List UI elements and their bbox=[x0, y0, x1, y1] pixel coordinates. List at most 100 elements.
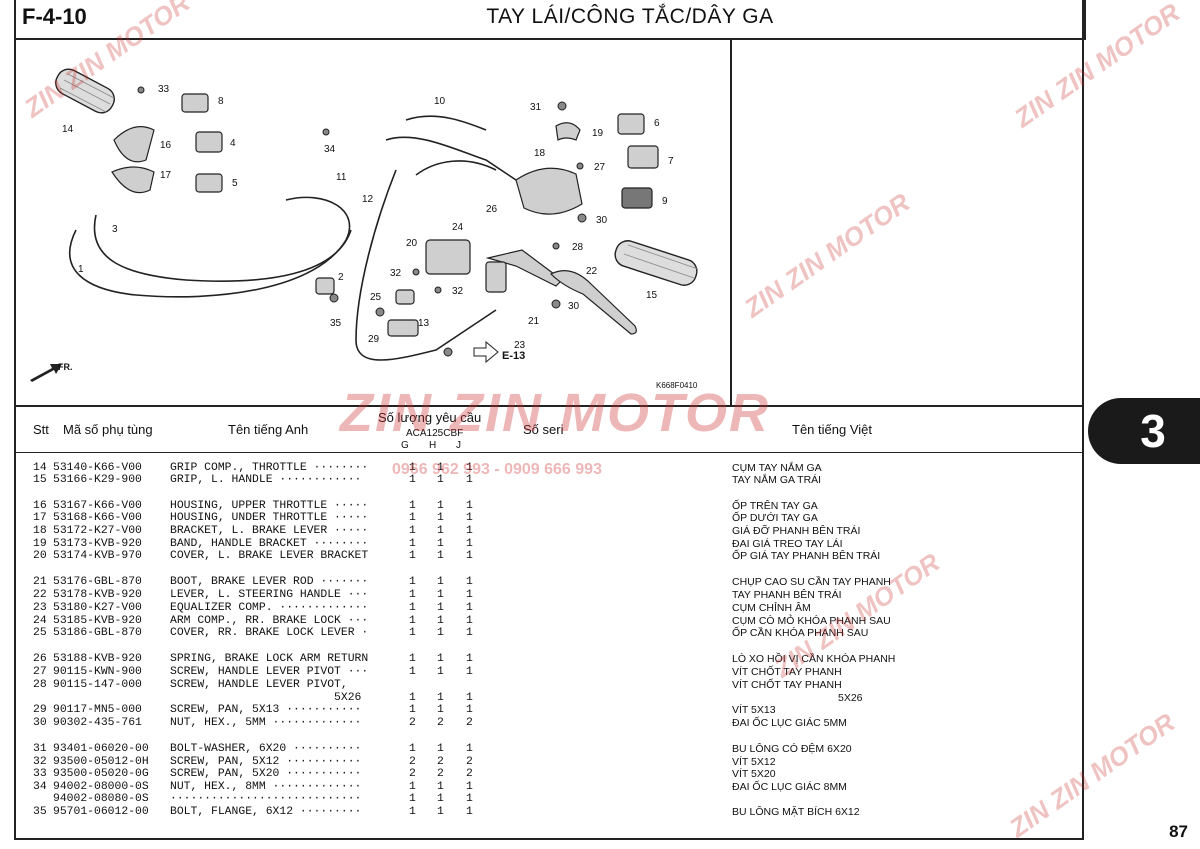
row-qty-j: 1 bbox=[466, 806, 473, 818]
switch-7 bbox=[627, 145, 659, 169]
lever-22 bbox=[549, 270, 637, 335]
row-number: 19 bbox=[33, 538, 47, 550]
callout: 23 bbox=[514, 340, 526, 351]
row-qty-j: 2 bbox=[466, 768, 473, 780]
callout: 20 bbox=[406, 238, 418, 249]
row-qty-j: 1 bbox=[466, 704, 473, 716]
callout: 13 bbox=[418, 318, 430, 329]
right-grip-15 bbox=[614, 240, 699, 286]
row-qty-g: 2 bbox=[409, 717, 416, 729]
row-english-name: 5X26 bbox=[170, 692, 362, 704]
callout: 30 bbox=[596, 215, 608, 226]
row-qty-g: 1 bbox=[409, 666, 416, 678]
row-number: 29 bbox=[33, 704, 47, 716]
row-qty-h: 1 bbox=[437, 550, 444, 562]
callout: 25 bbox=[370, 292, 382, 303]
callout: 15 bbox=[646, 290, 658, 301]
row-vietnamese-name: ỐP GIÁ TAY PHANH BÊN TRÁI bbox=[732, 550, 881, 562]
row-part-number: 94002-08000-0S bbox=[53, 781, 149, 793]
row-part-number: 93401-06020-00 bbox=[53, 743, 149, 755]
row-number: 15 bbox=[33, 474, 47, 486]
row-english-name: HOUSING, UPPER THROTTLE ····· bbox=[170, 500, 369, 512]
row-english-name: HOUSING, UNDER THROTTLE ····· bbox=[170, 512, 369, 524]
row-qty-j: 1 bbox=[466, 538, 473, 550]
row-qty-h: 1 bbox=[437, 602, 444, 614]
row-part-number: 53176-GBL-870 bbox=[53, 576, 142, 588]
table-header-divider bbox=[14, 452, 1084, 453]
row-qty-h: 1 bbox=[437, 462, 444, 474]
row-english-name: SCREW, PAN, 5X12 ··········· bbox=[170, 756, 362, 768]
callout: 16 bbox=[160, 140, 172, 151]
row-qty-j: 1 bbox=[466, 525, 473, 537]
page-title: TAY LÁI/CÔNG TẮC/DÂY GA bbox=[486, 5, 774, 28]
row-vietnamese-name: CỤM TAY NẮM GA bbox=[732, 462, 822, 474]
header-divider bbox=[14, 38, 1084, 40]
row-english-name: SCREW, PAN, 5X13 ··········· bbox=[170, 704, 362, 716]
row-number: 26 bbox=[33, 653, 47, 665]
page-number: 87 bbox=[1169, 822, 1188, 841]
row-qty-g: 1 bbox=[409, 704, 416, 716]
row-qty-j: 1 bbox=[466, 602, 473, 614]
row-vietnamese-name: CỤM CÒ MỎ KHÓA PHANH SAU bbox=[732, 615, 891, 627]
cover-25 bbox=[395, 289, 415, 305]
row-qty-g: 1 bbox=[409, 627, 416, 639]
col-part-no: Mã số phụ tùng bbox=[63, 422, 153, 437]
row-qty-h: 1 bbox=[437, 666, 444, 678]
row-qty-j: 1 bbox=[466, 793, 473, 805]
row-part-number: 53178-KVB-920 bbox=[53, 589, 142, 601]
equalizer-23 bbox=[485, 261, 507, 293]
row-vietnamese-name: CHỤP CAO SU CẦN TAY PHANH bbox=[732, 576, 891, 588]
callout: 32 bbox=[390, 268, 402, 279]
row-qty-h: 1 bbox=[437, 793, 444, 805]
row-part-number: 53174-KVB-970 bbox=[53, 550, 142, 562]
row-part-number: 53172-K27-V00 bbox=[53, 525, 142, 537]
switch-4 bbox=[195, 131, 223, 153]
row-vietnamese-name: VÍT 5X20 bbox=[732, 768, 776, 780]
bracket-18 bbox=[515, 167, 583, 215]
row-vietnamese-name: CỤM CHỈNH ÂM bbox=[732, 602, 811, 614]
row-english-name: ···························· bbox=[170, 793, 362, 805]
col-serial: Số seri bbox=[523, 422, 564, 437]
row-english-name: GRIP COMP., THROTTLE ········ bbox=[170, 462, 369, 474]
callout: 18 bbox=[534, 148, 546, 159]
bracket-13 bbox=[387, 319, 419, 337]
band-19 bbox=[555, 122, 581, 141]
row-qty-j: 1 bbox=[466, 550, 473, 562]
cover-20 bbox=[425, 239, 471, 275]
row-english-name: EQUALIZER COMP. ············· bbox=[170, 602, 369, 614]
watermark-brand: ZIN ZIN MOTOR bbox=[340, 383, 770, 443]
col-h: H bbox=[429, 440, 437, 451]
row-qty-j: 1 bbox=[466, 692, 473, 704]
col-g: G bbox=[401, 440, 409, 451]
row-number: 35 bbox=[33, 806, 47, 818]
diagram-divider bbox=[14, 405, 1084, 407]
row-number: 32 bbox=[33, 756, 47, 768]
col-english: Tên tiếng Anh bbox=[228, 422, 309, 437]
callout: 30 bbox=[568, 301, 580, 312]
row-part-number: 53167-K66-V00 bbox=[53, 500, 142, 512]
row-qty-h: 1 bbox=[437, 781, 444, 793]
row-number: 28 bbox=[33, 679, 47, 691]
row-english-name: GRIP, L. HANDLE ············ bbox=[170, 474, 362, 486]
callout: 31 bbox=[530, 102, 542, 113]
row-english-name: BOLT-WASHER, 6X20 ·········· bbox=[170, 743, 362, 755]
row-qty-g: 1 bbox=[409, 474, 416, 486]
callout: 8 bbox=[218, 96, 224, 107]
callout: 33 bbox=[158, 84, 170, 95]
row-part-number: 53168-K66-V00 bbox=[53, 512, 142, 524]
row-english-name: COVER, L. BRAKE LEVER BRACKET bbox=[170, 550, 369, 562]
col-vietnamese: Tên tiếng Việt bbox=[792, 422, 872, 437]
row-qty-j: 1 bbox=[466, 589, 473, 601]
row-qty-g: 1 bbox=[409, 576, 416, 588]
row-qty-g: 1 bbox=[409, 793, 416, 805]
row-qty-h: 1 bbox=[437, 627, 444, 639]
callout: 3 bbox=[112, 224, 118, 235]
row-qty-j: 2 bbox=[466, 756, 473, 768]
